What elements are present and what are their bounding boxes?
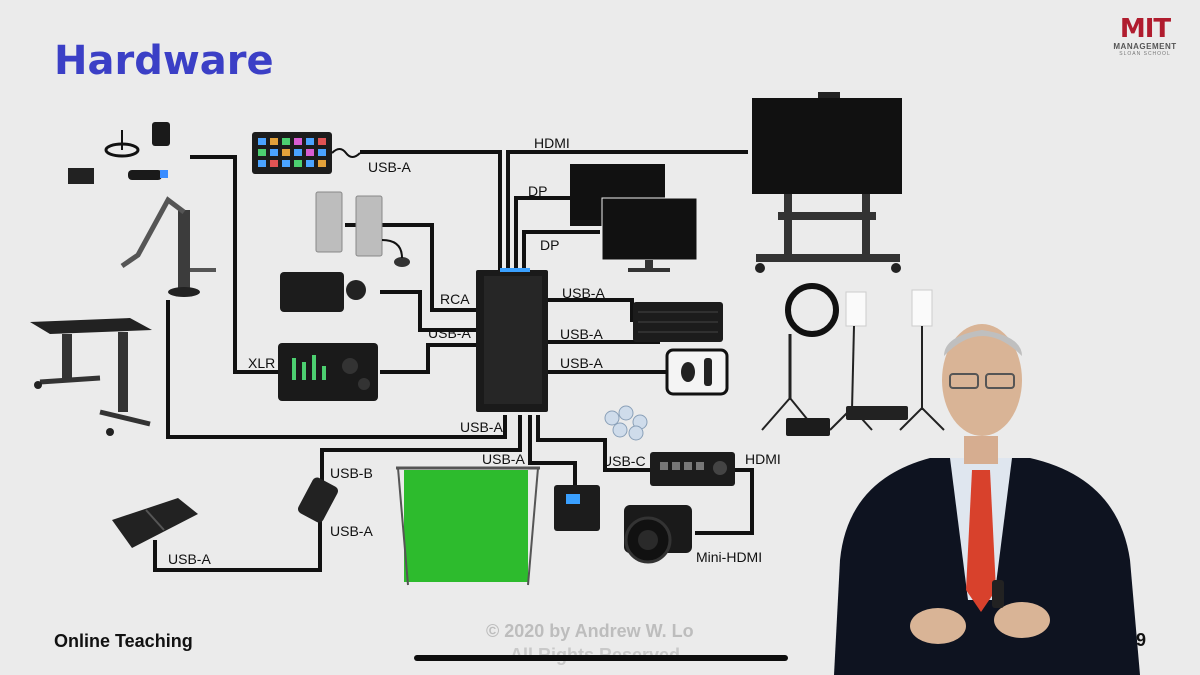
- label-hdmi-tv: HDMI: [534, 135, 570, 151]
- label-usb-a-arm: USB-A: [460, 419, 503, 435]
- label-usb-a-streamdeck: USB-A: [368, 159, 411, 175]
- label-hdmi-atem: HDMI: [745, 451, 781, 467]
- page-number: 9: [1136, 630, 1147, 650]
- tower-pc-icon: [476, 268, 548, 412]
- speakers-icon: [315, 191, 410, 267]
- label-xlr: XLR: [248, 355, 275, 371]
- logo-sub: MANAGEMENT: [1113, 42, 1177, 51]
- label-usb-a-pedal: USB-A: [168, 551, 211, 567]
- green-screen-icon: [396, 466, 540, 586]
- label-usb-a-mixer: USB-A: [428, 325, 471, 341]
- tv-stand-icon: [752, 92, 902, 273]
- slide-title: Hardware: [54, 38, 274, 84]
- label-usb-c: USB-C: [602, 453, 646, 469]
- cables: [153, 150, 754, 572]
- presenter-icon: [834, 324, 1140, 675]
- ring-light-icon: [761, 283, 839, 431]
- stream-deck-icon: [252, 132, 361, 174]
- camera-icon: [624, 505, 692, 564]
- label-usb-a-mouse-2: USB-A: [560, 355, 603, 371]
- label-dp-1: DP: [528, 183, 547, 199]
- label-usb-a-hub: USB-A: [330, 523, 373, 539]
- mouse-remote-icon: [665, 348, 729, 396]
- home-indicator-bar[interactable]: [414, 655, 788, 661]
- standing-desk-icon: [30, 318, 152, 436]
- tablet-icon: [280, 272, 366, 312]
- bluetooth-adapters-icon: [604, 405, 648, 441]
- mit-sloan-logo: MIT MANAGEMENT SLOAN SCHOOL: [1102, 16, 1188, 57]
- video-switcher-icon: [650, 452, 735, 486]
- keyboard-icon: [633, 302, 723, 342]
- label-rca: RCA: [440, 291, 470, 307]
- label-dp-2: DP: [540, 237, 559, 253]
- label-usb-a-ups: USB-A: [482, 451, 525, 467]
- logo-sub2: SLOAN SCHOOL: [1119, 51, 1171, 57]
- audio-mixer-icon: [278, 343, 378, 401]
- usb-hub-icon: [298, 477, 338, 523]
- label-usb-a-mouse-1: USB-A: [560, 326, 603, 342]
- monitor-2-icon: [601, 197, 698, 272]
- ups-icon: [554, 485, 600, 531]
- copyright-line-1: © 2020 by Andrew W. Lo: [486, 621, 694, 641]
- label-usb-b: USB-B: [330, 465, 373, 481]
- label-mini-hdmi: Mini-HDMI: [696, 549, 762, 565]
- label-usb-a-keyboard: USB-A: [562, 285, 605, 301]
- boom-arm-icon: [120, 196, 216, 297]
- footer-course-name: Online Teaching: [54, 631, 193, 651]
- logo-mark: MIT: [1119, 14, 1171, 44]
- wireless-mic-kit-icon: [68, 122, 170, 184]
- softbox-lights-icon: [786, 289, 945, 436]
- foot-pedal-icon: [112, 498, 198, 548]
